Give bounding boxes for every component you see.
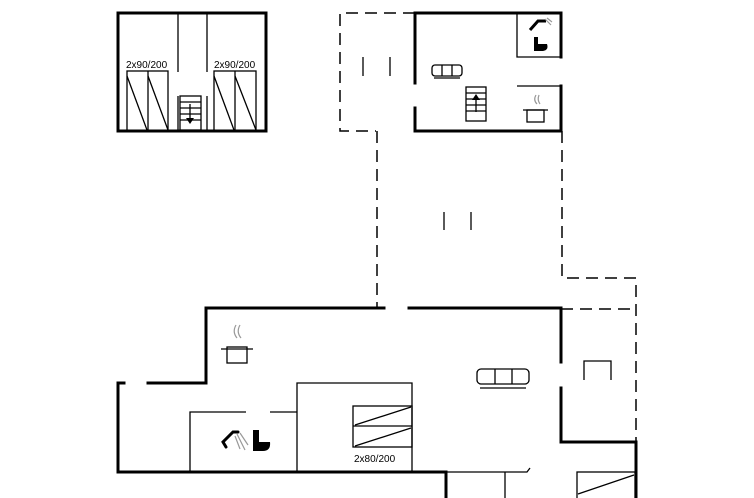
bed-icon [213, 70, 257, 132]
stairs-down-icon [179, 95, 202, 131]
sofa-icon [476, 368, 530, 389]
upper-right-building [339, 11, 563, 133]
cooking-pot-icon [221, 324, 253, 364]
bed-label: 2x80/200 [354, 454, 396, 465]
bed-label: 2x90/200 [214, 60, 256, 71]
toilet-icon [253, 430, 271, 451]
toilet-icon [534, 37, 548, 51]
covered-area [376, 131, 637, 442]
upper-left-building: 2x90/200 2x90/200 [116, 11, 268, 133]
cooking-pot-icon [523, 94, 548, 123]
bed-icon [576, 471, 636, 498]
bed-icon [126, 70, 169, 132]
table-icon [583, 360, 612, 380]
stairs-up-icon [465, 86, 487, 122]
bed-icon [352, 405, 413, 448]
lower-building: 2x80/200 [116, 306, 638, 498]
shower-icon [221, 430, 249, 451]
exterior-walls [116, 11, 268, 133]
shower-icon [528, 17, 553, 31]
bed-label: 2x90/200 [126, 60, 168, 71]
sofa-icon [431, 64, 463, 79]
